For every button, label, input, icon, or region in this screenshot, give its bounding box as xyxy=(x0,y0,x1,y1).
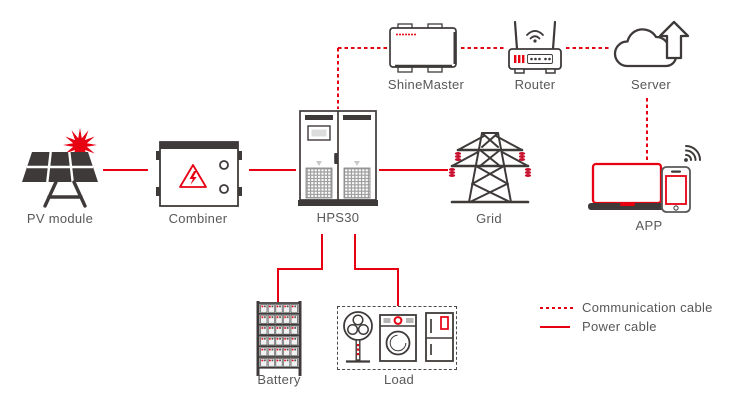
server-cloud-icon xyxy=(613,20,690,68)
pv-module-icon xyxy=(22,128,98,208)
combiner-label: Combiner xyxy=(168,211,228,226)
power-cable-hps30-battery-v1 xyxy=(321,234,323,270)
power-cable-combiner-hps30 xyxy=(249,169,296,171)
smartphone-icon xyxy=(661,166,691,213)
insulators-icon xyxy=(448,152,532,177)
comm-cable-hps30-vertical xyxy=(337,48,339,109)
led-lights-icon xyxy=(396,33,416,36)
communication-cable-swatch xyxy=(540,306,574,309)
load-label: Load xyxy=(383,372,415,387)
power-cable-hps30-battery-h xyxy=(277,268,323,270)
server-label: Server xyxy=(630,77,672,92)
pv-module-label: PV module xyxy=(26,211,94,226)
app-devices-icon xyxy=(588,145,701,213)
comm-cable-hps30-shinemaster xyxy=(338,47,387,49)
router-icon xyxy=(508,20,562,74)
comm-cable-server-app xyxy=(646,98,648,160)
power-cable-swatch xyxy=(540,325,570,328)
power-cable-hps30-grid xyxy=(379,169,448,171)
app-label: APP xyxy=(635,218,663,233)
legend-power-row: Power cable xyxy=(540,317,740,336)
upload-arrow-icon xyxy=(658,20,690,60)
wifi-icon xyxy=(685,145,701,161)
refrigerator-icon xyxy=(425,312,454,362)
grid-tower-icon xyxy=(448,132,532,204)
legend: Communication cable Power cable xyxy=(540,298,740,336)
comm-cable-router-server xyxy=(566,47,610,49)
hps30-label: HPS30 xyxy=(316,210,360,225)
fan-icon xyxy=(343,311,373,363)
battery-rack-icon xyxy=(256,301,302,376)
warning-triangle-icon xyxy=(179,164,207,188)
hps30-inverter-icon xyxy=(298,110,378,206)
power-cable-hps30-load-h xyxy=(354,268,399,270)
legend-communication-row: Communication cable xyxy=(540,298,740,317)
power-cable-hps30-load-v2 xyxy=(397,268,399,308)
laptop-icon xyxy=(588,162,668,210)
grid-label: Grid xyxy=(476,211,502,226)
load-group-box xyxy=(337,306,457,370)
router-label: Router xyxy=(514,77,556,92)
shinemaster-icon xyxy=(389,23,457,73)
shinemaster-label: ShineMaster xyxy=(387,77,465,92)
washing-machine-icon xyxy=(379,314,417,362)
wifi-signal-icon xyxy=(526,30,544,40)
door-handle-icon xyxy=(334,153,339,164)
combiner-icon xyxy=(156,141,242,207)
battery-label: Battery xyxy=(257,372,301,387)
load-appliances-icon xyxy=(343,311,454,363)
sun-burst-icon xyxy=(63,128,97,162)
power-cable-hps30-battery-v2 xyxy=(277,268,279,302)
power-cable-pv-combiner xyxy=(103,169,148,171)
power-cable-hps30-load-v1 xyxy=(354,234,356,270)
communication-cable-label: Communication cable xyxy=(582,300,713,315)
comm-cable-shinemaster-router xyxy=(461,47,506,49)
power-cable-label: Power cable xyxy=(582,319,657,334)
